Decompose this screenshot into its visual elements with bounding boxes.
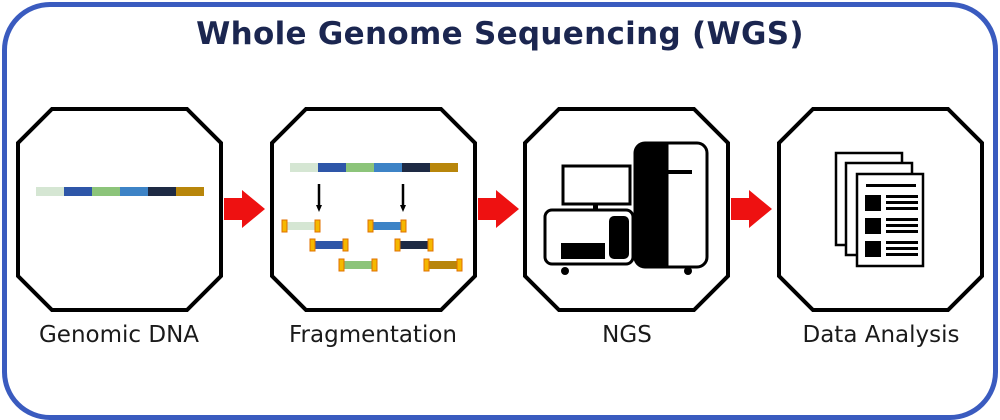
step-label-data-analysis: Data Analysis: [802, 322, 960, 348]
step-label-ngs: NGS: [602, 322, 652, 348]
sequencer-icon: [543, 141, 709, 275]
dna-fragment: [309, 238, 349, 252]
dna-fragment: [394, 238, 434, 252]
dna-segment: [92, 187, 120, 196]
dna-fragment: [281, 219, 321, 233]
dna-segment: [290, 163, 318, 172]
dna-segment: [318, 163, 346, 172]
dna-segment: [430, 163, 458, 172]
dna-segment: [36, 187, 64, 196]
dna-strand-icon: [36, 187, 204, 196]
arrow-right-icon: [731, 190, 772, 228]
documents-icon: [834, 151, 925, 268]
dna-segment: [148, 187, 176, 196]
dna-segment: [402, 163, 430, 172]
dna-segment: [120, 187, 148, 196]
dna-fragments-icon: [281, 163, 463, 272]
diagram-title: Whole Genome Sequencing (WGS): [196, 16, 804, 52]
dna-segment: [64, 187, 92, 196]
step-box-1: [16, 107, 223, 312]
arrow-right-icon: [478, 190, 519, 228]
dna-segment: [374, 163, 402, 172]
dna-segment: [346, 163, 374, 172]
dna-fragment: [367, 219, 407, 233]
dna-fragment: [423, 258, 463, 272]
dna-fragment: [338, 258, 378, 272]
step-box-2: [270, 107, 477, 312]
arrow-right-icon: [224, 190, 265, 228]
step-label-genomic-dna: Genomic DNA: [38, 322, 200, 348]
dna-segment: [176, 187, 204, 196]
step-label-fragmentation: Fragmentation: [288, 322, 457, 348]
